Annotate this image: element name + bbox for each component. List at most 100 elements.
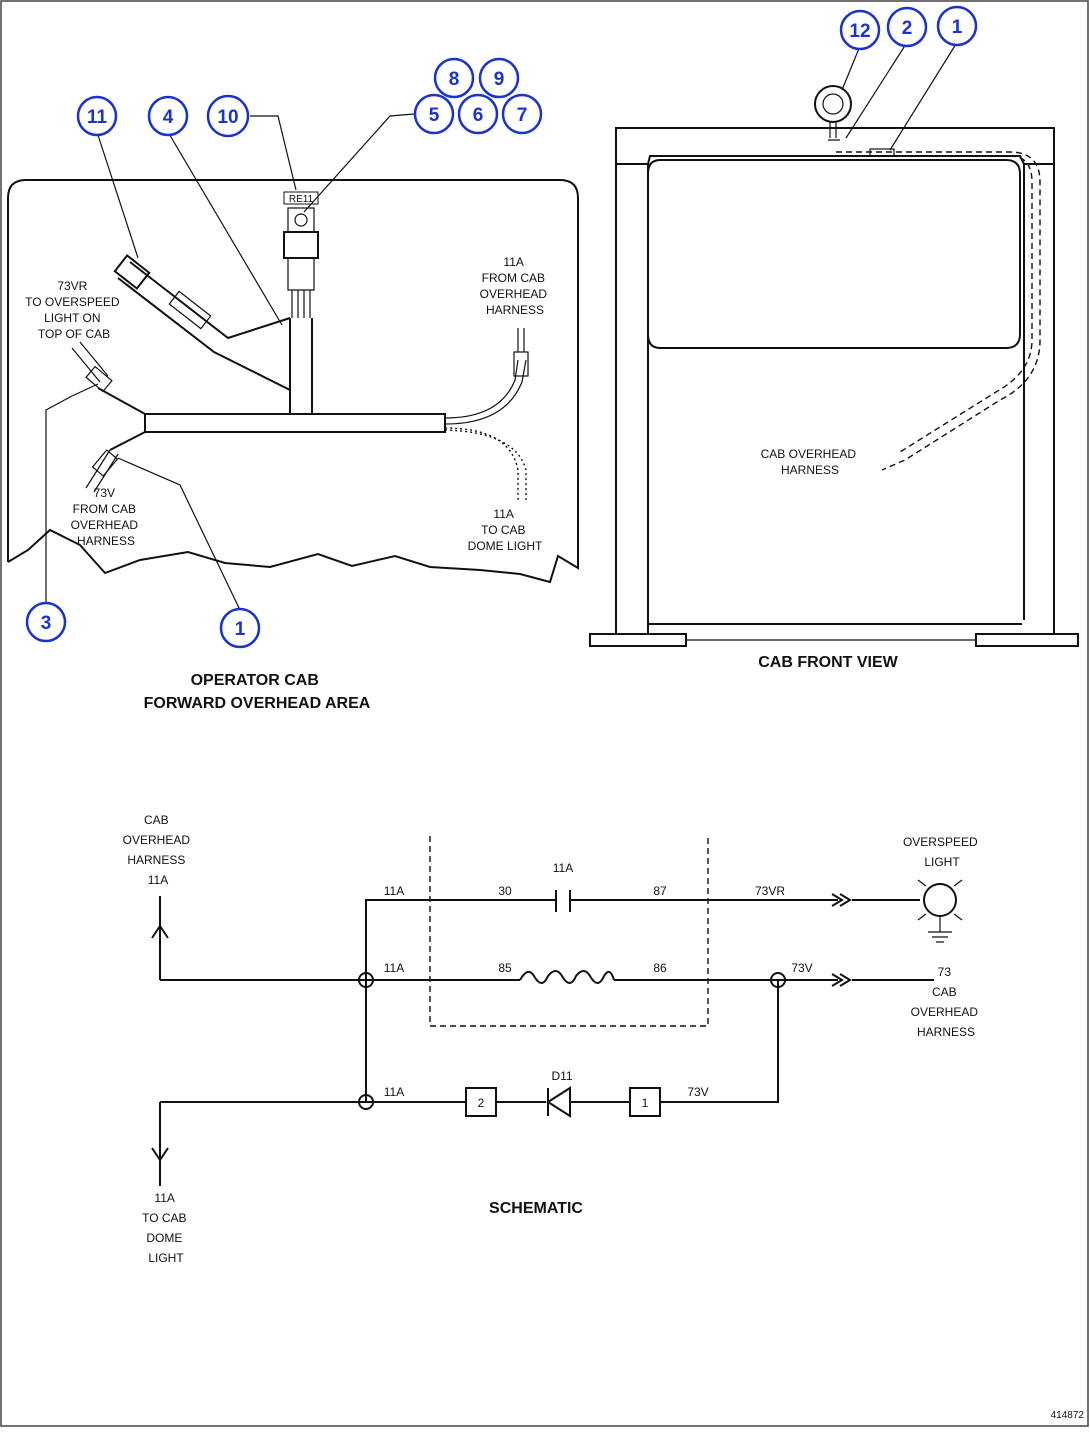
schematic-title: SCHEMATIC: [489, 1200, 583, 1217]
callout-2: 2: [886, 6, 928, 48]
relay-bracket: [113, 254, 151, 290]
relay-tag-box: [283, 191, 319, 205]
relay-name-label: 11A: [553, 861, 573, 875]
box-1: [629, 1087, 661, 1117]
diode-label: D11: [551, 1069, 572, 1083]
wire-73vr: [71, 341, 109, 383]
box-1-label: 1: [642, 1096, 649, 1110]
overspeed-lamp-lens: [822, 93, 844, 115]
cab-harness-connector: [869, 148, 895, 157]
connector-pins: [294, 213, 308, 227]
cab-front-view: CAB OVERHEAD HARNESS CAB FRONT VIEW 12 2…: [589, 5, 1079, 671]
pin-86-label: 86: [653, 961, 667, 975]
svg-text:4: 4: [163, 107, 174, 128]
cab-panel-outline: [7, 179, 579, 584]
harness-in-arrow: [151, 924, 169, 939]
overspeed-lamp: [814, 85, 852, 123]
overspeed-light-rays: [917, 879, 963, 943]
cab-harness-route: [836, 151, 1041, 471]
overspeed-lamp-mount: [828, 122, 840, 141]
leader-5: [303, 113, 415, 213]
callout-3: 3: [25, 601, 67, 643]
leader-2: [845, 43, 907, 139]
wire-label-11a-top: 11A: [384, 884, 404, 898]
pin-30-label: 30: [498, 884, 512, 898]
wire-73v-terminal: [91, 449, 119, 477]
label-11a-from-harness: 11A FROM CAB OVERHEAD HARNESS: [480, 255, 551, 317]
callout-6: 6: [457, 93, 499, 135]
wire-label-11a-low: 11A: [384, 1085, 404, 1099]
pin-85-label: 85: [498, 961, 512, 975]
label-11a-to-dome: 11A TO CAB DOME LIGHT: [468, 507, 543, 553]
dome-out-arrow: [151, 1147, 169, 1162]
leader-1a: [889, 43, 957, 151]
box-2: [465, 1087, 497, 1117]
svg-text:3: 3: [41, 613, 52, 634]
connector-face: [287, 207, 315, 233]
callout-9: 9: [478, 57, 520, 99]
leader-4: [167, 131, 283, 326]
wire-11a-up: [444, 359, 527, 425]
wire-label-73vr: 73VR: [755, 884, 785, 898]
connector-wires: [287, 258, 315, 318]
relay-boundary: [429, 836, 709, 1027]
box-2-label: 2: [478, 1096, 485, 1110]
callout-8: 8: [433, 57, 475, 99]
cab-area-title: OPERATOR CAB FORWARD OVERHEAD AREA: [144, 672, 371, 712]
harness-73-label: 73 CAB OVERHEAD HARNESS: [911, 965, 982, 1039]
svg-text:1: 1: [235, 619, 246, 640]
connector-73vr: [831, 893, 920, 907]
svg-text:9: 9: [494, 69, 505, 90]
cab-harness-label: CAB OVERHEAD HARNESS: [761, 447, 860, 477]
callout-11: 11: [76, 95, 118, 137]
svg-text:6: 6: [473, 105, 484, 126]
leader-11: [96, 131, 139, 259]
cab-front-view-title: CAB FRONT VIEW: [758, 654, 898, 671]
wire-label-73v-low: 73V: [687, 1085, 708, 1099]
schematic: 2 1 CAB OVERHEAD HARNESS 11A 11A 30 11A …: [123, 813, 982, 1265]
leader-12: [841, 45, 861, 91]
cab-windshield: [647, 159, 1021, 349]
callout-7: 7: [501, 93, 543, 135]
harness-relay-branch-2: [117, 277, 291, 391]
junction-1: [358, 972, 374, 988]
harness-trunk: [144, 413, 446, 433]
harness-left-split: [97, 387, 146, 451]
wire-label-11a-mid: 11A: [384, 961, 404, 975]
wire-label-73v-mid: 73V: [791, 961, 812, 975]
callout-10: 10: [206, 94, 250, 138]
label-73vr: 73VR TO OVERSPEED LIGHT ON TOP OF CAB: [25, 279, 123, 341]
callout-5: 5: [413, 93, 455, 135]
dome-light-label: 11A TO CAB DOME LIGHT: [142, 1191, 190, 1265]
diode-symbol: [546, 1086, 571, 1118]
relay-coil: [519, 970, 615, 984]
svg-text:12: 12: [849, 21, 870, 42]
wire-11a-up-terminal: [513, 351, 529, 377]
cab-area-view: RE11 73VR TO OVERSPEED LIGHT ON TOP OF C…: [7, 57, 579, 712]
svg-text:7: 7: [517, 105, 528, 126]
wire-11a-up-end: [517, 328, 525, 352]
overspeed-light-label: OVERSPEED LIGHT: [903, 835, 981, 869]
label-73v-from-harness: 73V FROM CAB OVERHEAD HARNESS: [71, 486, 142, 548]
relay-tag: RE11: [289, 194, 314, 205]
callout-1-front-view: 1: [936, 5, 978, 47]
wire-73vr-terminal: [85, 365, 113, 393]
svg-text:10: 10: [217, 107, 238, 128]
svg-text:11: 11: [87, 107, 108, 128]
svg-text:8: 8: [449, 69, 460, 90]
figure-id: 414872: [1051, 1410, 1085, 1421]
cab-right-pillar: [1023, 164, 1055, 634]
wire-bottom: [160, 980, 779, 1103]
callout-1-cab-area: 1: [219, 607, 261, 649]
svg-text:5: 5: [429, 105, 440, 126]
callout-12: 12: [839, 9, 881, 51]
svg-text:1: 1: [952, 17, 963, 38]
wire-11a-down: [444, 427, 527, 500]
relay-contact: [555, 890, 571, 912]
harness-branch: [289, 318, 313, 414]
pin-87-label: 87: [653, 884, 667, 898]
leader-10: [250, 115, 297, 191]
